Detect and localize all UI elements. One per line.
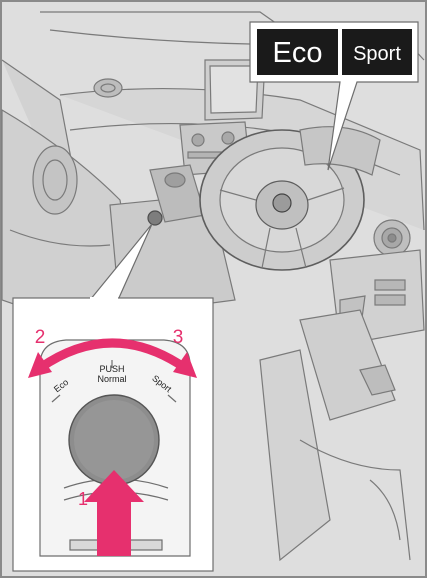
step-2-number: 2 [35,327,46,348]
eco-indicator-label: Eco [273,37,323,69]
console-knob [148,211,162,225]
normal-label: Normal [97,374,126,384]
push-label: PUSH [99,364,124,374]
steering-logo-icon [273,194,291,212]
sport-indicator-label: Sport [353,43,401,65]
step-3-number: 3 [173,327,184,348]
step-1-number: 1 [78,489,88,509]
